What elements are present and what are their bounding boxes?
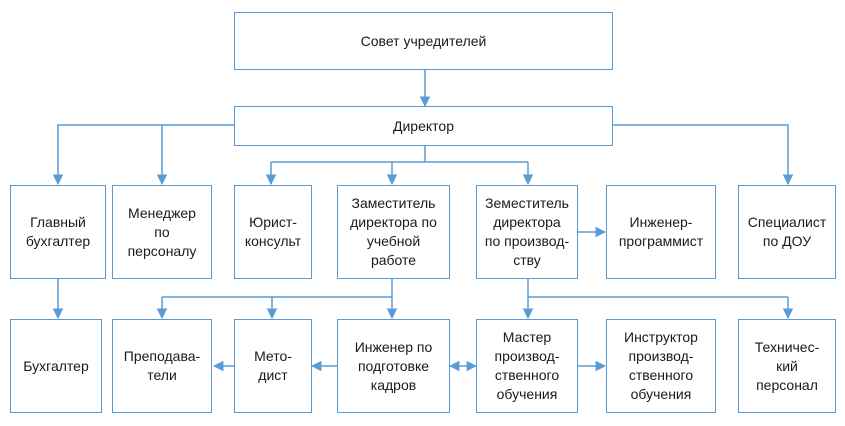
node-council: Совет учредителей [234, 12, 613, 70]
node-teachers: Преподава- тели [112, 319, 212, 413]
node-software-engineer: Инженер- программист [606, 185, 716, 279]
node-production-instructor: Инструктор производ- ственного обучения [606, 319, 716, 413]
node-accountant: Бухгалтер [10, 319, 102, 413]
node-methodist: Мето- дист [234, 319, 312, 413]
node-legal-adviser: Юрист- консульт [234, 185, 312, 279]
node-specialist-dou: Специалист по ДОУ [738, 185, 836, 279]
node-deputy-education: Заместитель директора по учебной работе [337, 185, 450, 279]
node-production-master: Мастер производ- ственного обучения [476, 319, 578, 413]
node-director: Директор [234, 106, 613, 146]
node-deputy-production: Земеститель директора по производ- ству [476, 185, 578, 279]
edge-director-specialist-dou [613, 124, 794, 186]
edge-director-chief-accountant [52, 124, 234, 186]
node-hr-manager: Менеджер по персоналу [112, 185, 212, 279]
node-training-engineer: Инженер по подготовке кадров [337, 319, 450, 413]
node-technical-staff: Техничес- кий персонал [738, 319, 836, 413]
node-chief-accountant: Главный бухгалтер [10, 185, 106, 279]
